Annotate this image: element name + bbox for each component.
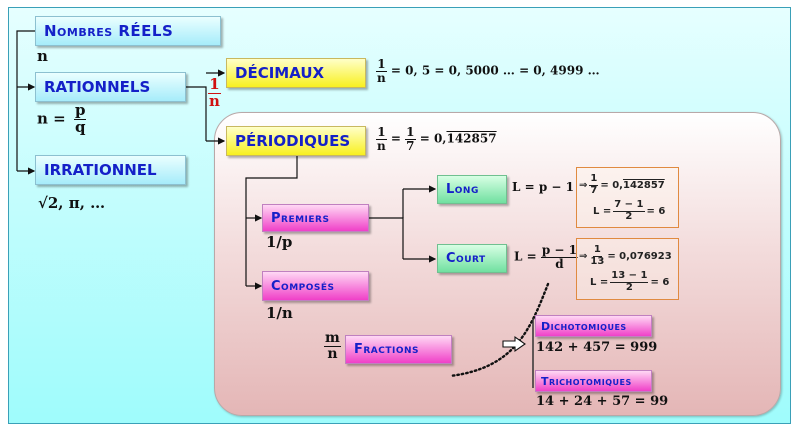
node-periodiques: PÉRIODIQUES <box>226 126 366 156</box>
court-example-l-numerator: 13 − 1 <box>610 270 649 283</box>
periodiques-numerator-1: 1 <box>376 125 387 140</box>
court-example-l-denominator: 2 <box>625 281 633 293</box>
long-example-box: ⇒ 1 7 = 0,142857 L = 7 − 1 2 = 6 <box>576 167 679 228</box>
long-example-arrow: ⇒ <box>579 179 588 191</box>
long-example-denominator: 7 <box>590 184 598 196</box>
node-fractions-label: Fractions <box>354 342 420 357</box>
decimaux-formula: 1 n = 0, 5 = 0, 5000 … = 0, 4999 … <box>376 58 600 84</box>
node-dichotomiques: Dichotomiques <box>535 315 652 337</box>
trunk-reels <box>16 30 35 171</box>
long-formula: L = p − 1 <box>512 180 574 194</box>
composes-variable: 1/n <box>266 304 293 322</box>
irrationnel-examples: √2, π, … <box>38 194 106 212</box>
node-nombres-reels-label: Nombres RÉELS <box>44 22 174 40</box>
node-periodiques-label: PÉRIODIQUES <box>235 132 351 150</box>
branch-fraction: 1 n <box>208 75 221 110</box>
periodiques-equals-2: = 0, <box>419 131 447 146</box>
long-example-l-result: = 6 <box>646 205 666 217</box>
node-decimaux: DÉCIMAUX <box>226 58 366 88</box>
decimaux-numerator: 1 <box>376 57 387 72</box>
decimaux-denominator: n <box>377 70 386 85</box>
long-example-numerator: 1 <box>589 173 599 186</box>
node-court: Court <box>437 244 507 273</box>
trunk-rationnels <box>186 86 207 141</box>
reels-variable: n <box>37 47 48 65</box>
court-example-equals: = 0,076923 <box>607 250 672 262</box>
rationnels-numerator: p <box>74 101 86 119</box>
node-trichotomiques-label: Trichotomiques <box>541 374 632 388</box>
court-example-arrow: ⇒ <box>579 250 588 262</box>
node-court-label: Court <box>446 251 486 266</box>
fractions-denominator: n <box>327 345 338 362</box>
node-long-label: Long <box>446 182 479 197</box>
premiers-variable: 1/p <box>266 233 293 251</box>
periodiques-numerator-2: 1 <box>405 125 416 140</box>
fractions-numerator: m <box>324 330 341 347</box>
node-long: Long <box>437 175 507 204</box>
node-premiers: Premiers <box>262 204 369 232</box>
trunk-premiers <box>369 217 404 259</box>
periodiques-period: 142857 <box>446 131 497 146</box>
node-decimaux-label: DÉCIMAUX <box>235 64 325 82</box>
long-example-l-numerator: 7 − 1 <box>613 199 645 212</box>
rationnels-definition: n = p q <box>37 101 87 136</box>
node-rationnels-label: RATIONNELS <box>44 78 151 96</box>
node-rationnels: RATIONNELS <box>35 72 186 102</box>
branch-denominator: n <box>209 91 220 110</box>
court-example-numerator: 1 <box>592 244 602 257</box>
long-example-period: 142857 <box>622 179 665 191</box>
court-formula: L = p − 1 d <box>514 243 579 271</box>
rationnels-denominator: q <box>73 117 87 136</box>
court-lhs: L = <box>514 249 537 264</box>
trunk-periodiques <box>245 155 298 286</box>
periodiques-equals: = <box>390 131 401 146</box>
node-composes-label: Composés <box>271 278 335 294</box>
node-irrationnel-label: IRRATIONNEL <box>44 161 157 179</box>
node-dichotomiques-label: Dichotomiques <box>541 319 627 333</box>
decimaux-equality: = 0, 5 = 0, 5000 … = 0, 4999 … <box>390 63 600 78</box>
periodiques-formula: 1 n = 1 7 = 0,142857 <box>376 126 497 152</box>
court-numerator: p − 1 <box>540 243 579 258</box>
node-nombres-reels: Nombres RÉELS <box>35 16 221 46</box>
long-example-equals: = 0, <box>600 179 623 191</box>
node-premiers-label: Premiers <box>271 210 330 226</box>
court-denominator: d <box>555 256 564 271</box>
court-example-box: ⇒ 1 13 = 0,076923 L = 13 − 1 2 = 6 <box>576 238 679 300</box>
fractions-variable: m n <box>324 331 341 361</box>
node-composes: Composés <box>262 271 369 301</box>
court-example-l-result: = 6 <box>650 276 670 288</box>
trichotomiques-equation: 14 + 24 + 57 = 99 <box>536 394 669 409</box>
court-example-denominator: 13 <box>590 255 605 267</box>
court-example-l-lhs: L = <box>590 276 609 288</box>
rationnels-lhs: n = <box>37 109 66 128</box>
long-example-l-denominator: 2 <box>625 210 633 222</box>
long-example-l-lhs: L = <box>593 205 612 217</box>
branch-numerator: 1 <box>208 75 221 94</box>
periodiques-denominator-1: n <box>377 138 386 153</box>
node-irrationnel: IRRATIONNEL <box>35 155 186 185</box>
periodiques-denominator-2: 7 <box>406 138 415 153</box>
dichotomiques-equation: 142 + 457 = 999 <box>536 340 658 355</box>
node-trichotomiques: Trichotomiques <box>535 370 652 392</box>
hollow-arrow-icon <box>502 335 526 353</box>
node-fractions: Fractions <box>345 335 452 364</box>
